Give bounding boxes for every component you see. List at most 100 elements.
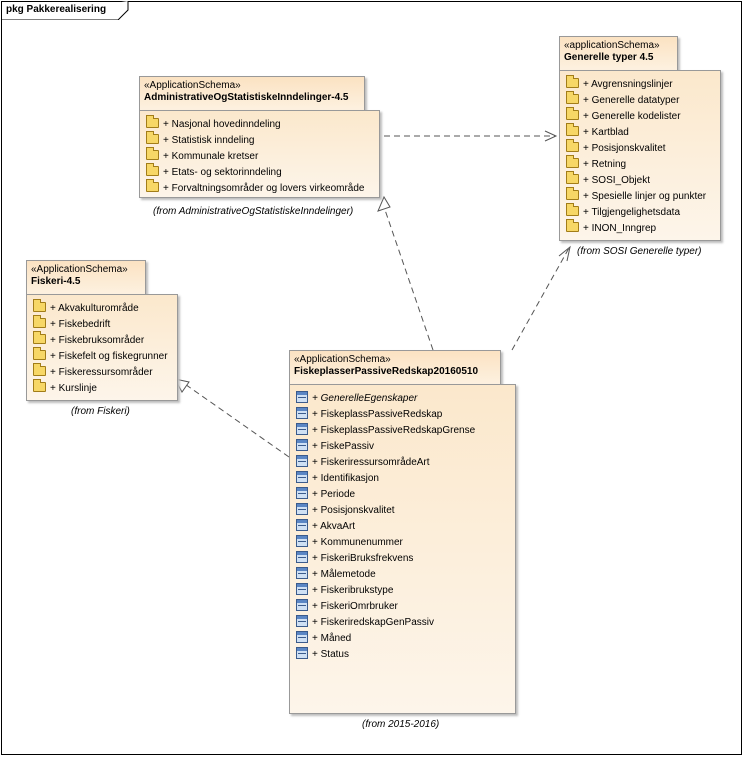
list-item[interactable]: + Periode <box>290 487 515 503</box>
generelle-from-note: (from SOSI Generelle typer) <box>577 246 702 257</box>
folder-icon <box>566 219 579 233</box>
fiskeri-from-note: (from Fiskeri) <box>71 406 130 417</box>
list-item[interactable]: + Akvakulturområde <box>27 299 177 317</box>
list-item[interactable]: + Generelle kodelister <box>560 107 720 125</box>
class-icon <box>296 599 308 612</box>
admin-package-body[interactable]: + Nasjonal hovedinndeling + Statistisk i… <box>139 110 380 198</box>
folder-icon <box>146 131 159 145</box>
class-icon <box>296 535 308 548</box>
list-item[interactable]: + Fiskeribrukstype <box>290 583 515 599</box>
main-package-tab[interactable]: «ApplicationSchema» FiskeplasserPassiveR… <box>289 350 501 385</box>
list-item[interactable]: + Forvaltningsområder og lovers virkeomr… <box>140 179 379 197</box>
fiskeri-package-name: Fiskeri-4.5 <box>31 276 81 287</box>
generelle-package-name: Generelle typer 4.5 <box>564 52 654 63</box>
folder-icon <box>566 203 579 217</box>
fiskeri-package-tab[interactable]: «ApplicationSchema» Fiskeri-4.5 <box>26 260 146 295</box>
admin-from-note: (from AdministrativeOgStatistiskeInndeli… <box>153 206 354 217</box>
admin-stereotype: «ApplicationSchema» <box>144 80 241 91</box>
list-item[interactable]: + Kurslinje <box>27 379 177 397</box>
list-item[interactable]: + Avgrensningslinjer <box>560 75 720 93</box>
admin-package-tab[interactable]: «ApplicationSchema» AdministrativeOgStat… <box>139 76 365 111</box>
list-item[interactable]: + Kartblad <box>560 123 720 141</box>
folder-icon <box>33 379 46 393</box>
class-icon <box>296 471 308 484</box>
class-icon <box>296 567 308 580</box>
list-item[interactable]: + Måned <box>290 631 515 647</box>
folder-icon <box>566 139 579 153</box>
list-item[interactable]: + Fiskeressursområder <box>27 363 177 381</box>
class-icon <box>296 519 308 532</box>
list-item[interactable]: + Posisjonskvalitet <box>560 139 720 157</box>
list-item[interactable]: + Nasjonal hovedinndeling <box>140 115 379 133</box>
folder-icon <box>33 347 46 361</box>
main-package-body[interactable]: + GenerelleEgenskaper + FiskeplassPassiv… <box>289 384 516 714</box>
fiskeri-stereotype: «ApplicationSchema» <box>31 264 128 275</box>
class-icon <box>296 455 308 468</box>
class-icon <box>296 423 308 436</box>
list-item[interactable]: + AkvaArt <box>290 519 515 535</box>
class-icon <box>296 631 308 644</box>
list-item[interactable]: + Etats- og sektorinndeling <box>140 163 379 181</box>
realization-arrow-fiskeri <box>174 378 190 393</box>
main-package-name: FiskeplasserPassiveRedskap20160510 <box>294 366 479 377</box>
class-icon <box>296 487 308 500</box>
folder-icon <box>146 179 159 193</box>
class-icon <box>296 407 308 420</box>
folder-icon <box>33 363 46 377</box>
list-item[interactable]: + FiskeriBruksfrekvens <box>290 551 515 567</box>
folder-icon <box>33 315 46 329</box>
list-item[interactable]: + Kommunale kretser <box>140 147 379 165</box>
list-item[interactable]: + Generelle datatyper <box>560 91 720 109</box>
list-item[interactable]: + FiskeriredskapGenPassiv <box>290 615 515 631</box>
folder-icon <box>566 91 579 105</box>
list-item[interactable]: + Kommunenummer <box>290 535 515 551</box>
generelle-package-body[interactable]: + Avgrensningslinjer + Generelle datatyp… <box>559 70 721 241</box>
list-item[interactable]: + Målemetode <box>290 567 515 583</box>
list-item[interactable]: + Fiskebedrift <box>27 315 177 333</box>
list-item[interactable]: + FiskeriOmrbruker <box>290 599 515 615</box>
folder-icon <box>146 163 159 177</box>
frame-tab <box>1 1 129 20</box>
main-from-note: (from 2015-2016) <box>362 719 440 730</box>
main-to-fiskeri-line <box>181 381 290 458</box>
class-icon <box>296 615 308 628</box>
list-item[interactable]: + FiskeriressursområdeArt <box>290 455 515 471</box>
list-item[interactable]: + GenerelleEgenskaper <box>290 391 515 407</box>
folder-icon <box>33 299 46 313</box>
list-item[interactable]: + Spesielle linjer og punkter <box>560 187 720 205</box>
class-icon <box>296 551 308 564</box>
folder-icon <box>566 107 579 121</box>
arrowhead-generelle <box>544 130 558 142</box>
main-to-generelle-line <box>511 247 570 351</box>
class-icon <box>296 647 308 660</box>
folder-icon <box>566 123 579 137</box>
list-item[interactable]: + Statistisk inndeling <box>140 131 379 149</box>
folder-icon <box>566 171 579 185</box>
folder-icon <box>566 155 579 169</box>
folder-icon <box>566 75 579 89</box>
list-item[interactable]: + Posisjonskvalitet <box>290 503 515 519</box>
class-icon <box>296 583 308 596</box>
main-to-admin-line <box>383 206 434 351</box>
main-stereotype: «ApplicationSchema» <box>294 354 391 365</box>
list-item[interactable]: + FiskePassiv <box>290 439 515 455</box>
class-icon <box>296 391 308 404</box>
fiskeri-package-body[interactable]: + Akvakulturområde + Fiskebedrift + Fisk… <box>26 294 178 401</box>
list-item[interactable]: + Fiskebruksområder <box>27 331 177 349</box>
admin-package-name: AdministrativeOgStatistiskeInndelinger-4… <box>144 92 349 103</box>
list-item[interactable]: + INON_Inngrep <box>560 219 720 237</box>
list-item[interactable]: + Identifikasjon <box>290 471 515 487</box>
folder-icon <box>33 331 46 345</box>
list-item[interactable]: + Status <box>290 647 515 663</box>
list-item[interactable]: + SOSI_Objekt <box>560 171 720 189</box>
list-item[interactable]: + Tilgjengelighetsdata <box>560 203 720 221</box>
folder-icon <box>146 147 159 161</box>
list-item[interactable]: + FiskeplassPassiveRedskap <box>290 407 515 423</box>
list-item[interactable]: + Fiskefelt og fiskegrunner <box>27 347 177 365</box>
list-item[interactable]: + FiskeplassPassiveRedskapGrense <box>290 423 515 439</box>
class-icon <box>296 503 308 516</box>
generelle-package-tab[interactable]: «applicationSchema» Generelle typer 4.5 <box>559 36 678 71</box>
list-item[interactable]: + Retning <box>560 155 720 173</box>
